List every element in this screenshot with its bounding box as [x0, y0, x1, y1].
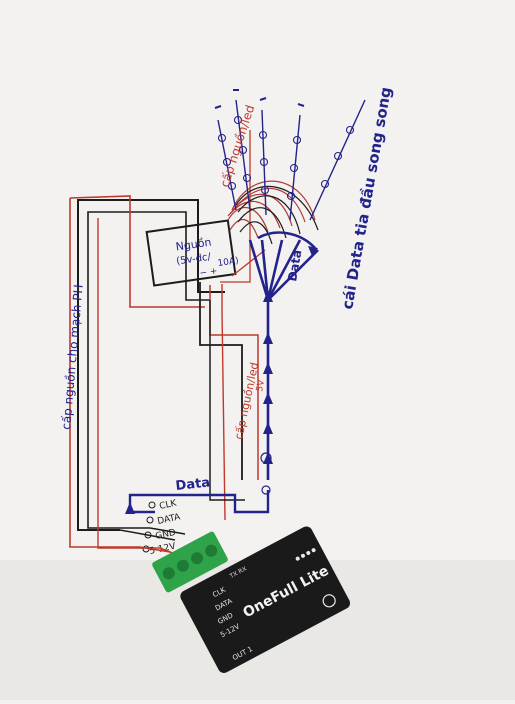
- terminal-screw-4: [205, 544, 218, 557]
- terminal-screw-2: [176, 559, 189, 572]
- bracket-arrow: [125, 502, 135, 514]
- power-box-polarity: − +: [199, 267, 218, 279]
- strip-top-ticks: [214, 89, 305, 109]
- pin-label-clk: CLK: [159, 498, 179, 512]
- usb-icon: [322, 594, 336, 608]
- led-indicator-3: [306, 550, 311, 555]
- terminal-pin-labels: CLK DATA GND 5-12V: [142, 498, 183, 557]
- box-to-led-wires: [199, 130, 266, 521]
- trunk-node-lower: [261, 485, 271, 495]
- power-box-title: Nguồn: [175, 236, 212, 254]
- led-indicator-4: [311, 548, 316, 553]
- label-data-bottom: Data: [175, 475, 211, 494]
- power-box-spec: (5v-dc/: [176, 252, 213, 268]
- terminal-screw-1: [162, 567, 175, 580]
- trunk-node: [260, 452, 272, 464]
- power-fan-curves: [227, 180, 316, 239]
- pin-circle-clk: [148, 501, 156, 509]
- ground-fan-curves: [235, 185, 319, 245]
- led-indicator-2: [301, 553, 306, 558]
- power-box-amps: 10A): [217, 256, 239, 269]
- terminal-block: [152, 531, 228, 593]
- device-body: [180, 526, 351, 673]
- data-trunk: [248, 231, 319, 480]
- data-arrows: [263, 246, 318, 464]
- pin-circle-data: [146, 516, 154, 524]
- pin-label-data: DATA: [157, 512, 183, 527]
- power-loop-wires: [69, 195, 225, 549]
- power-supply-box: Nguồn (5v-dc/ 10A) − +: [145, 219, 239, 287]
- led-indicator-1: [295, 556, 300, 561]
- label-data-vertical: Data: [285, 249, 304, 283]
- label-5v-tick: 5V: [255, 378, 267, 392]
- led-strip-dots: [217, 115, 355, 201]
- terminal-screw-3: [191, 552, 204, 565]
- controller-device: OneFull Lite CLK DATA GND 5-12V TX RX OU…: [180, 526, 351, 673]
- terminal-wires: [119, 527, 186, 557]
